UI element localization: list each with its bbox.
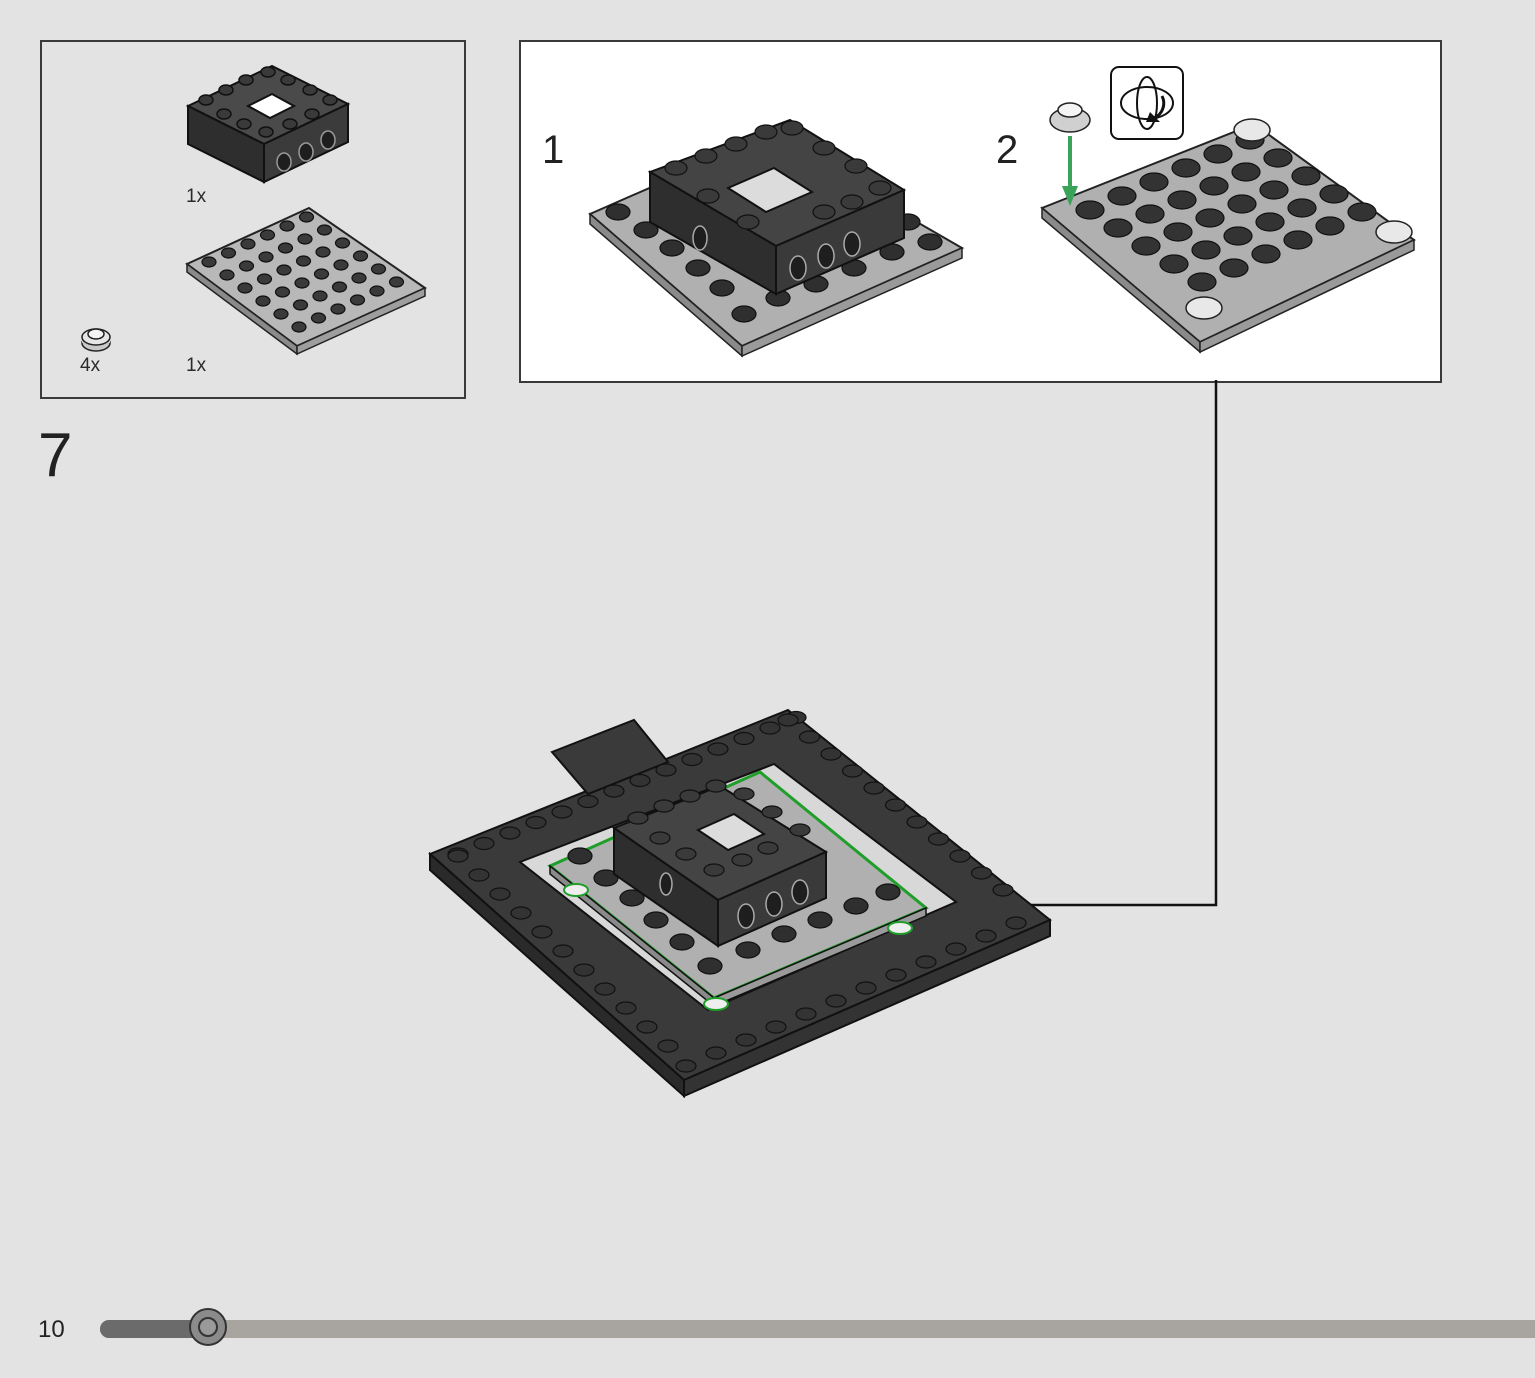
frame-brick-quantity: 1x xyxy=(186,186,207,207)
main-assembly-illustration xyxy=(428,708,1052,1099)
light-plate-part xyxy=(185,206,428,356)
sub-step-number-1: 1 xyxy=(542,128,565,172)
sub-step-1-illustration xyxy=(588,118,965,358)
progress-fill xyxy=(100,1320,210,1338)
step-number: 7 xyxy=(38,421,73,490)
plate-quantity: 1x xyxy=(186,355,207,376)
sub-step-2-illustration xyxy=(1040,102,1416,354)
sub-step-number-2: 2 xyxy=(996,128,1019,172)
round-plate-part xyxy=(81,328,111,352)
dark-frame-brick-part xyxy=(185,64,351,184)
progress-track xyxy=(100,1320,1535,1338)
page-number: 10 xyxy=(38,1316,65,1343)
rotate-model-icon xyxy=(1110,66,1184,140)
round-plate-quantity: 4x xyxy=(80,355,101,376)
progress-knob[interactable] xyxy=(189,1308,227,1346)
